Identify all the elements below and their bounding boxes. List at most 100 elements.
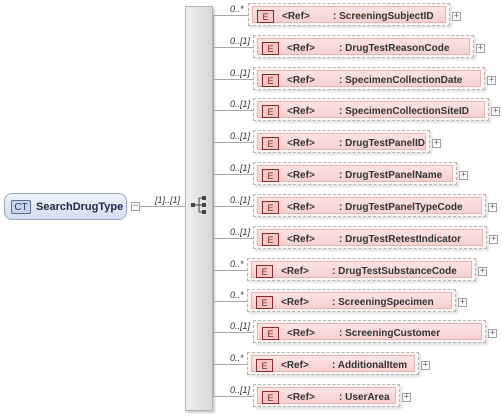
element-ref-body: E<Ref>: SpecimenCollectionSiteID [257, 101, 485, 118]
element-name: : DrugTestPanelID [339, 138, 425, 149]
element-ref-node[interactable]: E <Ref> : AdditionalItem [247, 352, 419, 375]
element-tag: E [262, 201, 279, 214]
complex-type-tag: CT [11, 200, 31, 214]
element-ref-body: E <Ref> : DrugTestPanelName [257, 165, 453, 182]
element-ref-node[interactable]: E <Ref> : DrugTestPanelID [253, 130, 430, 153]
element-ref-node[interactable]: E <Ref> : DrugTestSubstanceCode [247, 258, 476, 281]
expand-element-expander[interactable]: + [489, 234, 498, 244]
element-ref-label: <Ref> [281, 297, 309, 308]
expand-element-expander[interactable]: + [458, 297, 467, 307]
collapse-expander[interactable]: − [131, 201, 140, 211]
element-ref-node[interactable]: E<Ref>: DrugTestPanelTypeCode [253, 194, 486, 217]
element-ref-body: E <Ref> : DrugTestPanelID [257, 133, 426, 150]
element-tag: E [256, 296, 273, 309]
element-ref-node[interactable]: E<Ref>: SpecimenCollectionSiteID [253, 98, 489, 121]
expand-element-expander[interactable]: + [402, 392, 411, 402]
element-ref-node[interactable]: E<Ref>: ScreeningCustomer [253, 320, 486, 343]
child-multiplicity: 0..[1] [230, 227, 251, 237]
ct-multiplicity: [1]..[1] [155, 195, 181, 205]
sequence-icon [191, 196, 206, 214]
element-ref-body: E <Ref> : DrugTestSubstanceCode [251, 261, 472, 278]
expand-element-expander[interactable]: + [487, 75, 496, 85]
element-name: : DrugTestRetestIndicator [339, 234, 462, 245]
element-ref-label: <Ref> [287, 328, 315, 339]
element-ref-body: E<Ref>: ScreeningCustomer [257, 323, 482, 340]
child-connector-line [213, 332, 253, 333]
expand-element-expander[interactable]: + [476, 43, 485, 53]
element-name: : ScreeningCustomer [339, 328, 441, 339]
element-name: : DrugTestPanelTypeCode [339, 202, 463, 213]
element-name: : AdditionalItem [332, 360, 408, 371]
element-ref-label: <Ref> [281, 266, 309, 277]
element-ref-body: E<Ref>: DrugTestPanelTypeCode [257, 197, 482, 214]
complex-type-node[interactable]: CT SearchDrugType [4, 193, 127, 220]
child-multiplicity: 0..[1] [230, 321, 251, 331]
element-ref-node[interactable]: E<Ref>: ScreeningSpecimen [247, 289, 456, 312]
element-ref-body: E<Ref>: SpecimenCollectionDate [257, 70, 481, 87]
child-connector-line [213, 396, 253, 397]
child-connector-line [213, 174, 253, 175]
child-connector-line [213, 206, 253, 207]
child-multiplicity: 0..* [230, 259, 244, 269]
element-ref-label: <Ref> [281, 360, 309, 371]
element-name: : DrugTestSubstanceCode [332, 266, 457, 277]
element-ref-body: E<Ref>: ScreeningSpecimen [251, 292, 452, 309]
child-multiplicity: 0..[1] [230, 99, 251, 109]
element-ref-body: E <Ref> : ScreeningSubjectID [252, 6, 446, 23]
child-connector-line [213, 364, 247, 365]
expand-element-expander[interactable]: + [421, 360, 430, 370]
element-tag: E [256, 359, 273, 372]
child-multiplicity: 0..[1] [230, 163, 251, 173]
element-name: : DrugTestReasonCode [339, 43, 450, 54]
child-multiplicity: 0..[1] [230, 36, 251, 46]
element-ref-body: E <Ref> : DrugTestReasonCode [257, 38, 470, 55]
element-ref-label: <Ref> [287, 75, 315, 86]
element-tag: E [262, 391, 279, 404]
element-name: : ScreeningSubjectID [333, 11, 434, 22]
element-tag: E [257, 10, 274, 23]
element-ref-label: <Ref> [287, 392, 315, 403]
element-ref-label: <Ref> [287, 170, 315, 181]
element-ref-label: <Ref> [282, 11, 310, 22]
child-connector-line [213, 301, 247, 302]
element-tag: E [262, 42, 279, 55]
child-connector-line [213, 142, 253, 143]
element-tag: E [262, 233, 279, 246]
element-ref-label: <Ref> [287, 234, 315, 245]
element-tag: E [262, 137, 279, 150]
child-connector-line [213, 15, 248, 16]
element-tag: E [256, 265, 273, 278]
expand-element-expander[interactable]: + [478, 266, 487, 276]
expand-element-expander[interactable]: + [488, 328, 497, 338]
element-ref-node[interactable]: E <Ref> : DrugTestRetestIndicator [253, 226, 487, 249]
child-connector-line [213, 79, 253, 80]
element-ref-label: <Ref> [287, 43, 315, 54]
expand-element-expander[interactable]: + [488, 202, 497, 212]
child-multiplicity: 0..* [230, 353, 244, 363]
child-multiplicity: 0..[1] [230, 195, 251, 205]
element-name: : UserArea [339, 392, 390, 403]
element-ref-label: <Ref> [287, 106, 315, 117]
expand-element-expander[interactable]: + [491, 106, 500, 116]
element-ref-node[interactable]: E <Ref> : UserArea [253, 384, 400, 407]
expand-element-expander[interactable]: + [459, 170, 468, 180]
element-ref-node[interactable]: E <Ref> : ScreeningSubjectID [248, 3, 450, 26]
expand-element-expander[interactable]: + [452, 11, 461, 21]
element-ref-node[interactable]: E <Ref> : DrugTestPanelName [253, 162, 457, 185]
element-ref-node[interactable]: E <Ref> : DrugTestReasonCode [253, 35, 474, 58]
expand-element-expander[interactable]: + [432, 138, 441, 148]
element-tag: E [262, 74, 279, 87]
element-tag: E [262, 169, 279, 182]
element-ref-node[interactable]: E<Ref>: SpecimenCollectionDate [253, 67, 485, 90]
sequence-spine-line [213, 15, 214, 396]
child-connector-line [213, 110, 253, 111]
child-connector-line [213, 238, 253, 239]
child-multiplicity: 0..[1] [230, 68, 251, 78]
child-connector-line [213, 270, 247, 271]
child-multiplicity: 0..[1] [230, 131, 251, 141]
element-ref-label: <Ref> [287, 138, 315, 149]
element-name: : SpecimenCollectionSiteID [339, 106, 470, 117]
child-multiplicity: 0..* [230, 4, 244, 14]
element-name: : DrugTestPanelName [339, 170, 443, 181]
